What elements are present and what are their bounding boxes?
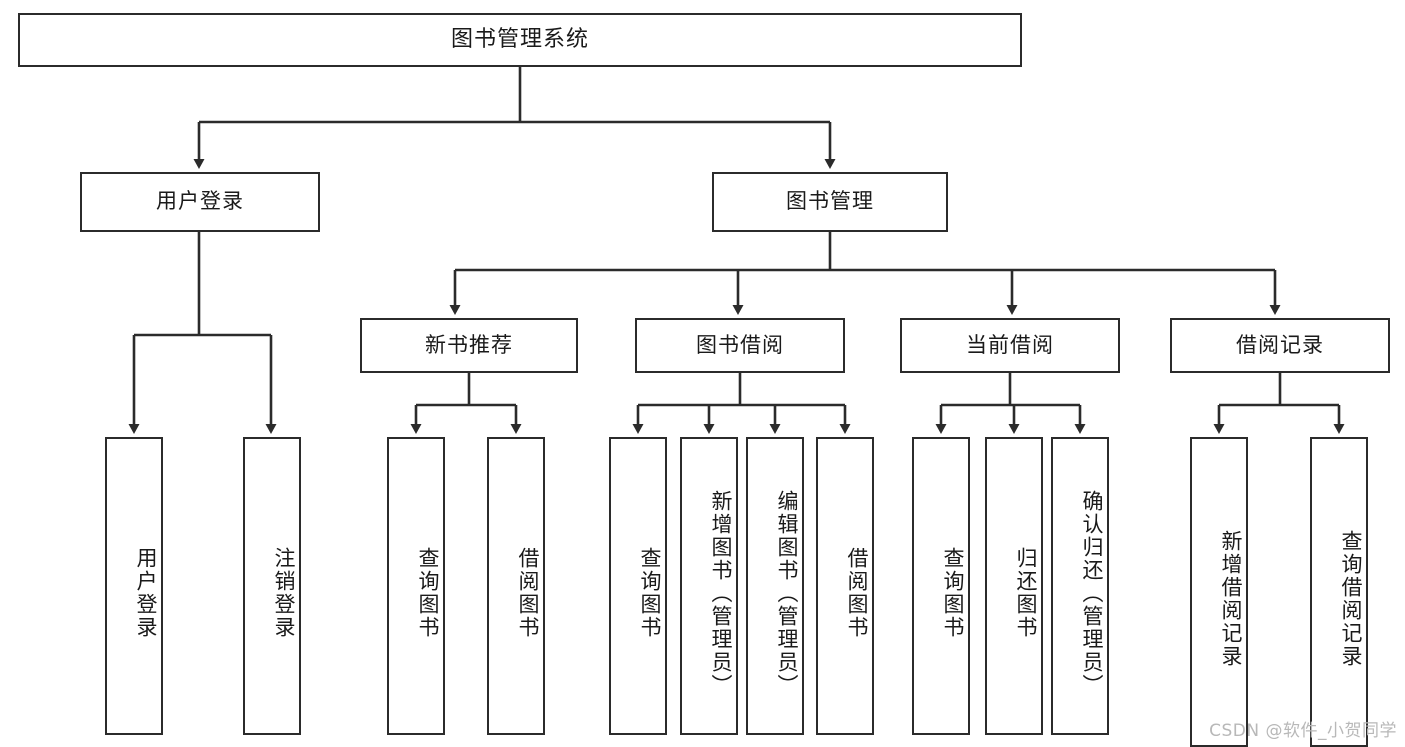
leaf-user-logout-label: 注销登录 — [272, 547, 296, 639]
leaf-confirm-return-admin-label: 确认归还（管理员） — [1080, 489, 1104, 697]
node-root[interactable]: 图书管理系统 — [18, 13, 1022, 67]
node-new-book-recommend-label: 新书推荐 — [425, 332, 513, 357]
leaf-return-book-label: 归还图书 — [1014, 547, 1038, 639]
leaf-add-book-admin[interactable]: 新增图书（管理员） — [680, 437, 738, 735]
leaf-user-logout[interactable]: 注销登录 — [243, 437, 301, 735]
leaf-query-borrow-record[interactable]: 查询借阅记录 — [1310, 437, 1368, 747]
leaf-borrow-book-recommend-label: 借阅图书 — [516, 547, 540, 639]
leaf-query-book-borrow-label: 查询图书 — [638, 547, 662, 639]
leaf-borrow-book[interactable]: 借阅图书 — [816, 437, 874, 735]
node-book-borrow[interactable]: 图书借阅 — [635, 318, 845, 373]
leaf-query-book-current-label: 查询图书 — [941, 547, 965, 639]
node-user-login-label: 用户登录 — [156, 189, 244, 214]
leaf-borrow-book-recommend[interactable]: 借阅图书 — [487, 437, 545, 735]
node-book-management-label: 图书管理 — [786, 189, 874, 214]
leaf-user-login[interactable]: 用户登录 — [105, 437, 163, 735]
leaf-edit-book-admin-label: 编辑图书（管理员） — [775, 489, 799, 697]
node-book-borrow-label: 图书借阅 — [696, 332, 784, 357]
leaf-query-book-borrow[interactable]: 查询图书 — [609, 437, 667, 735]
leaf-edit-book-admin[interactable]: 编辑图书（管理员） — [746, 437, 804, 735]
leaf-return-book[interactable]: 归还图书 — [985, 437, 1043, 735]
leaf-add-book-admin-label: 新增图书（管理员） — [709, 489, 733, 697]
watermark-text: CSDN @软件_小贺同学 — [1209, 721, 1397, 741]
node-borrow-records[interactable]: 借阅记录 — [1170, 318, 1390, 373]
leaf-add-borrow-record[interactable]: 新增借阅记录 — [1190, 437, 1248, 747]
leaf-user-login-label: 用户登录 — [134, 547, 158, 639]
node-user-login[interactable]: 用户登录 — [80, 172, 320, 232]
node-root-label: 图书管理系统 — [450, 26, 589, 52]
node-new-book-recommend[interactable]: 新书推荐 — [360, 318, 578, 373]
node-borrow-records-label: 借阅记录 — [1236, 332, 1324, 357]
node-current-borrow-label: 当前借阅 — [966, 332, 1054, 357]
leaf-query-borrow-record-label: 查询借阅记录 — [1339, 530, 1363, 668]
leaf-query-book-current[interactable]: 查询图书 — [912, 437, 970, 735]
node-current-borrow[interactable]: 当前借阅 — [900, 318, 1120, 373]
leaf-borrow-book-label: 借阅图书 — [845, 547, 869, 639]
leaf-add-borrow-record-label: 新增借阅记录 — [1219, 530, 1243, 668]
leaf-query-book-recommend-label: 查询图书 — [416, 547, 440, 639]
leaf-query-book-recommend[interactable]: 查询图书 — [387, 437, 445, 735]
node-book-management[interactable]: 图书管理 — [712, 172, 948, 232]
leaf-confirm-return-admin[interactable]: 确认归还（管理员） — [1051, 437, 1109, 735]
